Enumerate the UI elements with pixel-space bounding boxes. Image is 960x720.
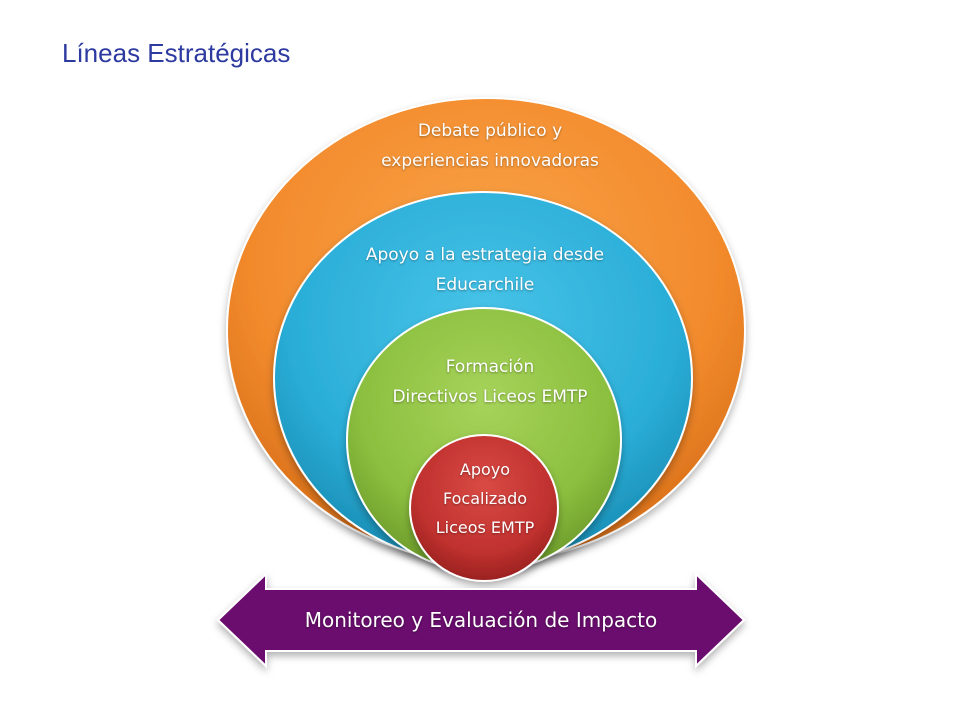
outer-circle-label: Debate público y experiencias innovadora… bbox=[330, 116, 650, 176]
blue-circle-label: Apoyo a la estrategia desde Educarchile bbox=[320, 240, 650, 300]
green-circle-line: Directivos Liceos EMTP bbox=[392, 387, 588, 407]
red-circle-line: Focalizado bbox=[442, 489, 528, 508]
green-circle-line: Formación bbox=[445, 357, 535, 377]
page-title: Líneas Estratégicas bbox=[62, 38, 291, 68]
red-circle bbox=[409, 434, 559, 582]
outer-circle-line: Debate público y bbox=[417, 121, 563, 141]
blue-circle-line: Apoyo a la estrategia desde bbox=[365, 245, 605, 265]
green-circle-label: Formación Directivos Liceos EMTP bbox=[360, 352, 620, 412]
blue-circle-line: Educarchile bbox=[435, 275, 535, 295]
red-circle-line: Liceos EMTP bbox=[435, 518, 535, 537]
outer-circle-line: experiencias innovadoras bbox=[381, 151, 599, 171]
red-circle-line: Apoyo bbox=[459, 460, 511, 479]
double-arrow bbox=[216, 571, 746, 669]
red-circle-label: Apoyo Focalizado Liceos EMTP bbox=[405, 455, 565, 542]
arrow-label: Monitoreo y Evaluación de Impacto bbox=[304, 608, 658, 632]
